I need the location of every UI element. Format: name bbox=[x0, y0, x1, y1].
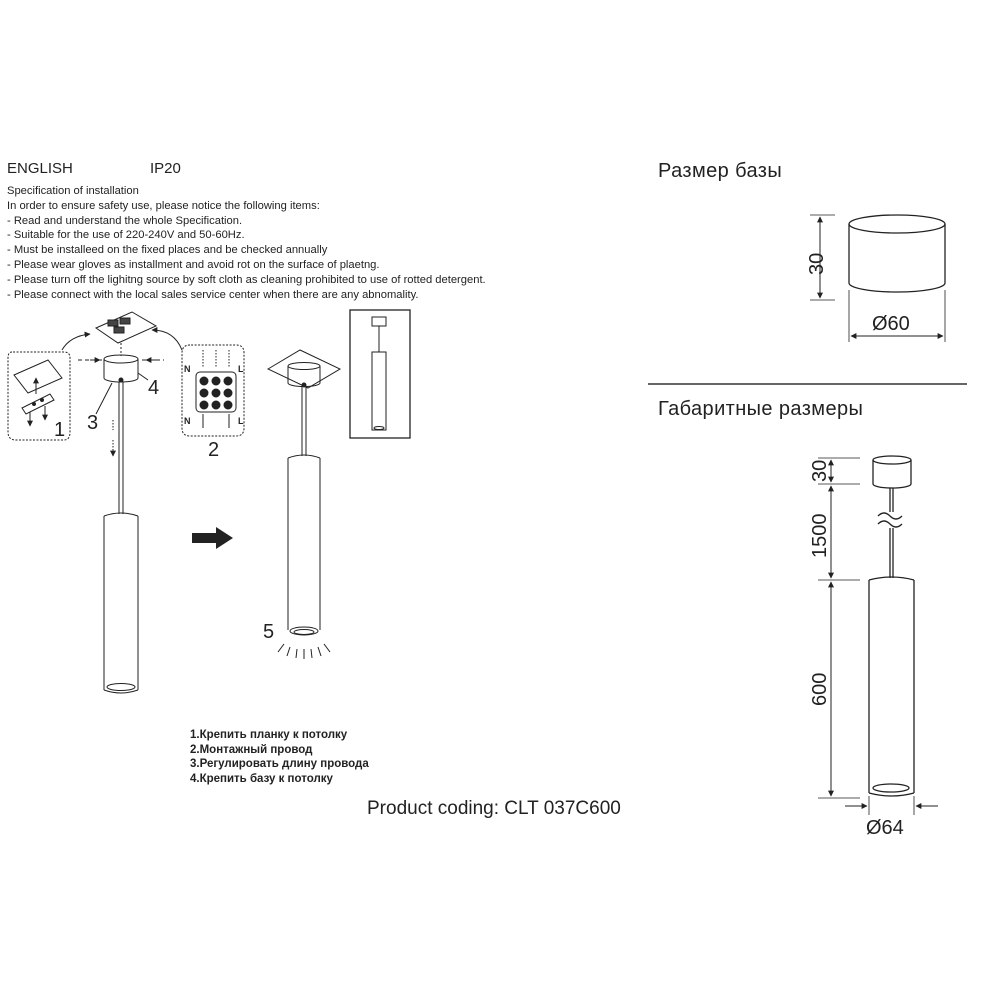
lamp-preview-box bbox=[349, 309, 411, 439]
callout-1: 1 bbox=[54, 419, 65, 441]
spec-line: - Suitable for the use of 220-240V and 5… bbox=[7, 229, 245, 242]
base-size-drawing bbox=[810, 214, 946, 342]
overall-dims-heading: Габаритные размеры bbox=[658, 398, 864, 420]
terminal-l-top: L bbox=[238, 364, 244, 374]
product-coding: Product coding: CLT 037C600 bbox=[367, 798, 621, 819]
base-size-heading: Размер базы bbox=[658, 160, 783, 182]
callout-5: 5 bbox=[263, 621, 274, 643]
ip-rating: IP20 bbox=[150, 160, 181, 177]
assembly-steps: 1.Крепить планку к потолку 2.Монтажный п… bbox=[190, 728, 369, 786]
callout-2: 2 bbox=[208, 439, 219, 461]
step-item: 4.Крепить базу к потолку bbox=[190, 772, 333, 785]
spec-line: - Please wear gloves as installment and … bbox=[7, 258, 380, 271]
spec-line: - Read and understand the whole Specific… bbox=[7, 214, 243, 227]
step-item: 3.Регулировать длину провода bbox=[190, 758, 369, 770]
callout-3: 3 bbox=[87, 412, 98, 434]
overall-dims-drawing bbox=[818, 455, 938, 815]
overall-diameter-label: Ø64 bbox=[866, 817, 904, 839]
base-diameter-label: Ø60 bbox=[872, 313, 910, 335]
assembled-lamp bbox=[266, 349, 342, 659]
spec-line: Specification of installation bbox=[7, 185, 139, 197]
spec-language: ENGLISH bbox=[7, 160, 73, 177]
step-item: 2.Монтажный провод bbox=[190, 743, 313, 756]
step-item: 1.Крепить планку к потолку bbox=[190, 729, 348, 741]
ceiling-mount-assembly bbox=[78, 311, 164, 694]
callout-4: 4 bbox=[148, 377, 159, 399]
terminal-block-inset bbox=[151, 327, 245, 437]
cable-length-label: 1500 bbox=[809, 514, 831, 559]
spec-line: In order to ensure safety use, please no… bbox=[7, 199, 320, 212]
body-length-label: 600 bbox=[809, 673, 831, 706]
terminal-l-bottom: L bbox=[238, 416, 244, 426]
terminal-n-bottom: N bbox=[184, 416, 191, 426]
terminal-n-top: N bbox=[184, 364, 191, 374]
next-step-arrow-icon bbox=[192, 527, 233, 549]
overall-base-height-label: 30 bbox=[809, 460, 831, 482]
spec-line: - Must be installeed on the fixed places… bbox=[7, 244, 328, 257]
spec-instructions: Specification of installation In order t… bbox=[7, 184, 486, 302]
base-height-label: 30 bbox=[806, 253, 828, 275]
mounting-bracket-inset bbox=[7, 331, 91, 441]
spec-line: - Please connect with the local sales se… bbox=[7, 288, 419, 301]
spec-line: - Please turn off the lighitng source by… bbox=[7, 273, 486, 286]
